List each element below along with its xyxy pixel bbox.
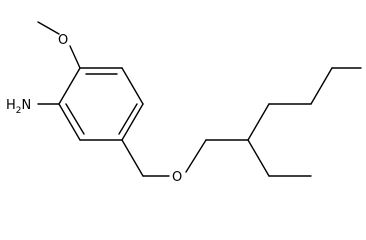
ethylhexyl-chain	[205, 67, 362, 177]
bond-ethyl-1	[247, 139, 270, 177]
bond-o-ch2	[185, 139, 207, 173]
ring-double-bond-2	[118, 103, 138, 135]
bond-ring-ch2	[121, 139, 144, 177]
benzene-ring	[58, 67, 144, 141]
bond-o-ring	[69, 45, 81, 69]
bond-chain-4	[310, 67, 333, 105]
amine-subscript: 2	[16, 106, 22, 116]
amine-h-label: H	[6, 98, 16, 113]
ether-oxygen-label: O	[172, 170, 182, 185]
amine-n-label: N	[22, 98, 32, 113]
ring-bond-6	[58, 67, 81, 105]
methoxy-oxygen-label: O	[58, 33, 68, 48]
amine-label: H2N	[6, 98, 31, 116]
bond-methyl-o	[37, 21, 60, 35]
ring-bond-3	[121, 103, 144, 141]
amine-group: H2N	[6, 98, 60, 116]
ether-linker: O	[121, 139, 207, 185]
ring-bond-2	[121, 67, 144, 105]
bond-chain-2	[247, 103, 270, 141]
ring-bond-5	[58, 103, 81, 141]
chemical-structure-diagram: O H2N O	[6, 21, 362, 185]
methoxy-group: O	[37, 21, 81, 69]
ring-double-bond-3	[65, 103, 85, 135]
